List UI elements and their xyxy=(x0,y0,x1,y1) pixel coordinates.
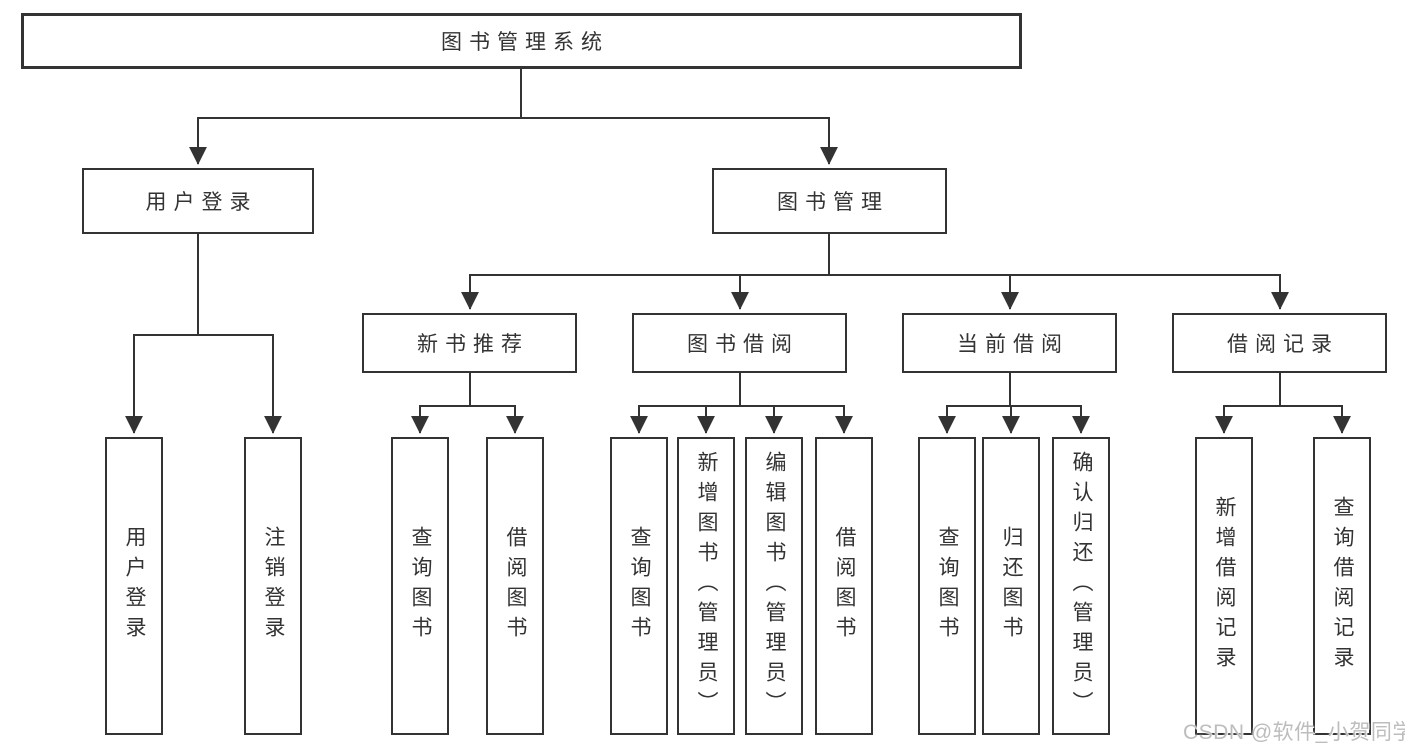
leaf-query-books-borrowing: 查询图书 xyxy=(610,437,668,735)
leaf-query-books-current: 查询图书 xyxy=(918,437,976,735)
leaf-query-books-recommend: 查询图书 xyxy=(391,437,449,735)
leaf-user-login: 用户登录 xyxy=(105,437,163,735)
leaf-edit-book-admin: 编辑图书（管理员） xyxy=(745,437,803,735)
leaf-add-book-admin: 新增图书（管理员） xyxy=(677,437,735,735)
leaf-borrow-books-recommend: 借阅图书 xyxy=(486,437,544,735)
node-library-management-system: 图书管理系统 xyxy=(21,13,1022,69)
leaf-confirm-return-admin: 确认归还（管理员） xyxy=(1052,437,1110,735)
node-current-borrowing: 当前借阅 xyxy=(902,313,1117,373)
leaf-logout: 注销登录 xyxy=(244,437,302,735)
node-new-book-recommendation: 新书推荐 xyxy=(362,313,577,373)
leaf-borrow-books-borrowing: 借阅图书 xyxy=(815,437,873,735)
leaf-add-borrow-record: 新增借阅记录 xyxy=(1195,437,1253,735)
csdn-watermark: CSDN @软件_小贺同学 xyxy=(1183,721,1405,744)
node-borrowing-records: 借阅记录 xyxy=(1172,313,1387,373)
leaf-query-borrow-record: 查询借阅记录 xyxy=(1313,437,1371,735)
node-book-management: 图书管理 xyxy=(712,168,947,234)
leaf-return-book: 归还图书 xyxy=(982,437,1040,735)
node-user-login: 用户登录 xyxy=(82,168,314,234)
node-book-borrowing: 图书借阅 xyxy=(632,313,847,373)
